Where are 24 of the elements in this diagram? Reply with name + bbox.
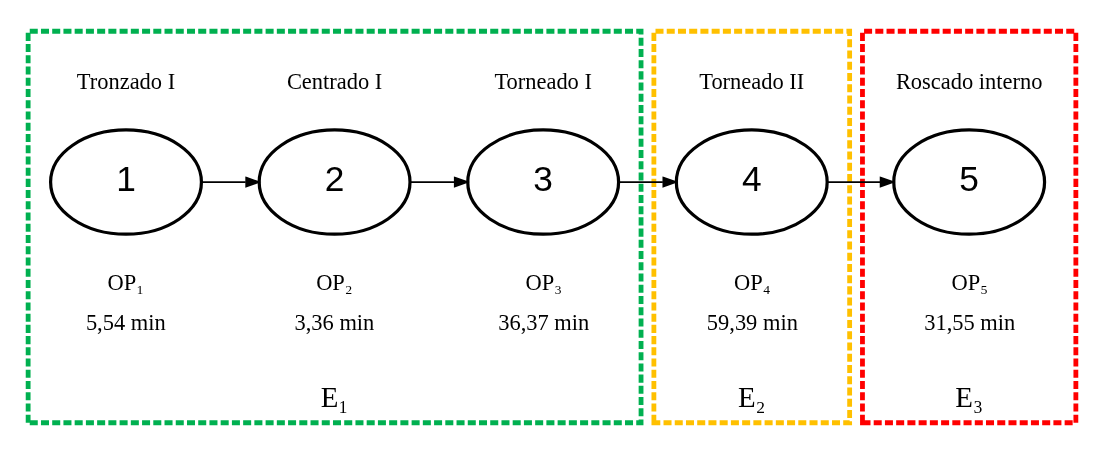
arrow (409, 176, 470, 188)
arrow (618, 176, 679, 188)
arrow (200, 176, 262, 188)
node-label: OP₄ (734, 269, 771, 295)
node-label: Roscado interno (895, 68, 1043, 94)
node-label: OP₁ (107, 269, 145, 295)
node-ellipse: 4 (674, 128, 829, 236)
node-label: OP₃ (525, 269, 563, 295)
node-label: 36,37 min (498, 310, 590, 336)
node-label: 59,39 min (706, 310, 798, 336)
arrow (826, 176, 896, 188)
node-ellipse: 2 (257, 128, 412, 236)
node-label: Tronzado I (76, 68, 176, 94)
node-ellipse: 1 (49, 128, 204, 236)
node-label: Centrado I (286, 68, 383, 94)
node-ellipse: 5 (892, 128, 1047, 236)
node-label: OP₂ (316, 269, 353, 295)
node-ellipse: 3 (466, 128, 621, 236)
node-label: Torneado II (699, 68, 805, 94)
node-label: OP₅ (951, 269, 989, 295)
node-label: Torneado I (494, 68, 592, 94)
node-label: 3,36 min (294, 310, 375, 336)
node-label: 31,55 min (924, 310, 1016, 336)
node-label: 5,54 min (85, 310, 166, 336)
